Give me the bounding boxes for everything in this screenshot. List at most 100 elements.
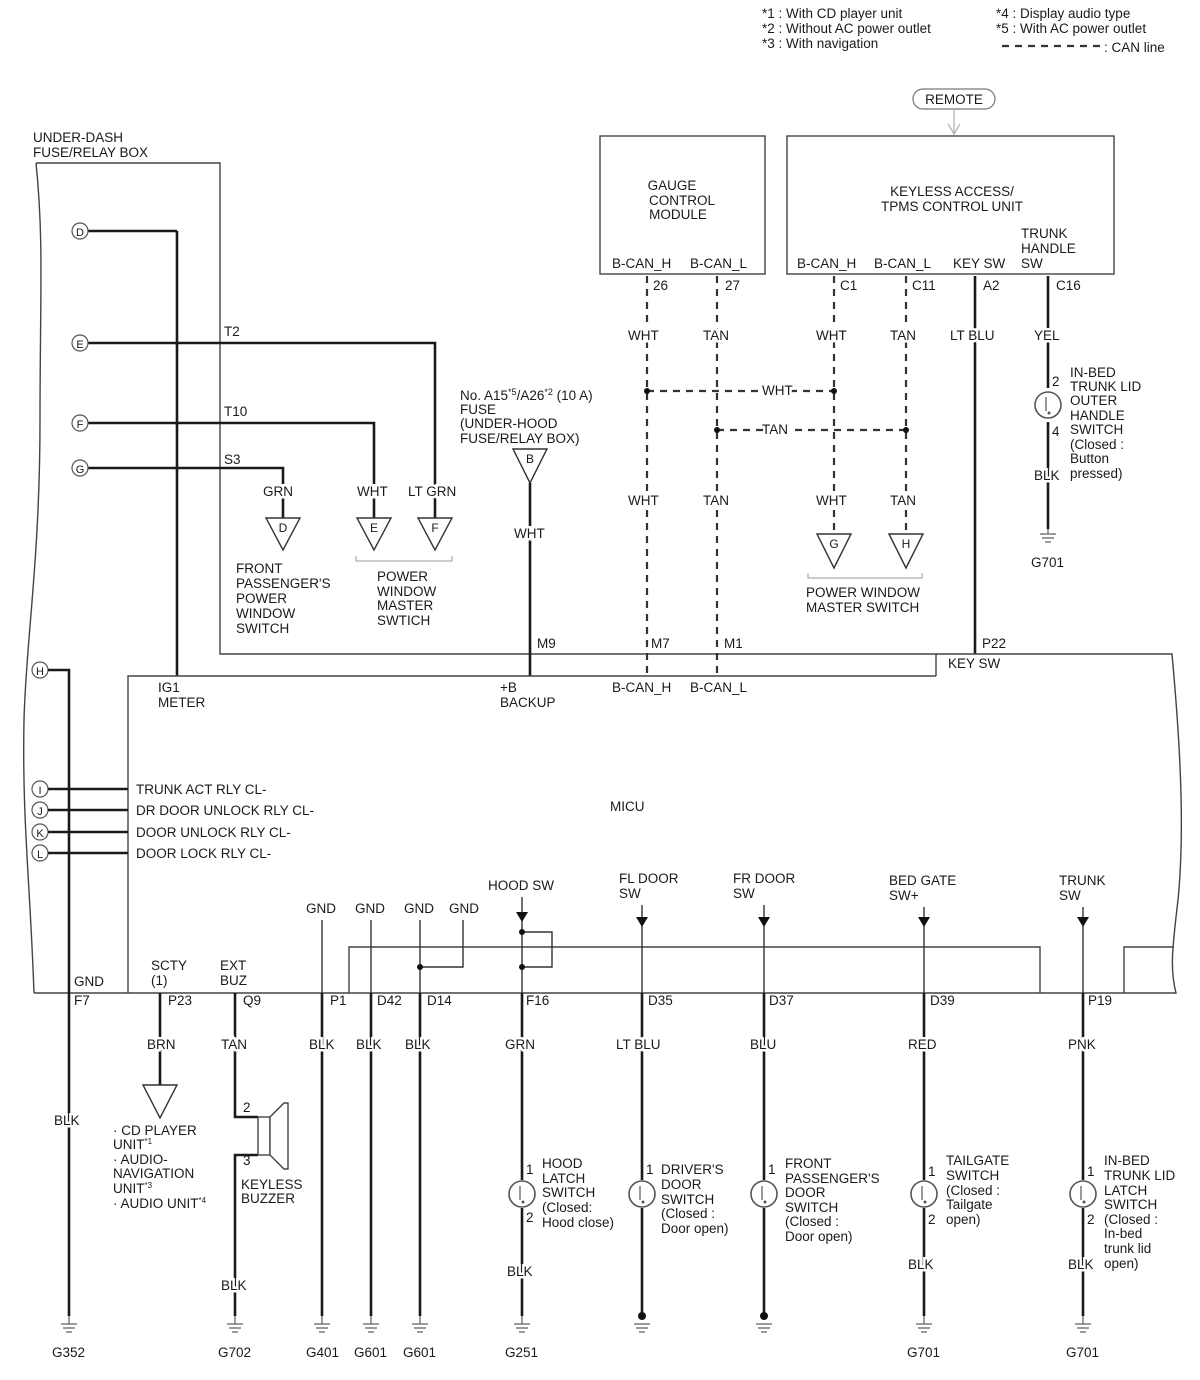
- trunk-handle-circuit: YEL 2 4 IN-BED TRUNK LID OUTER HANDLE SW…: [1031, 276, 1142, 570]
- terminal-d42: D42: [377, 993, 402, 1008]
- ground-icon-g352: [61, 1316, 77, 1333]
- micu-scty-2: (1): [151, 973, 168, 988]
- trunk-latch-label-3: LATCH: [1104, 1183, 1147, 1198]
- gauge-title-3: MODULE: [649, 207, 707, 222]
- terminal-d14: D14: [427, 993, 452, 1008]
- ground-g401: G401: [306, 1345, 339, 1360]
- passenger-door-switch-icon: [750, 1180, 778, 1208]
- terminal-s3: S3: [224, 452, 241, 467]
- wire-color-grn-hood: GRN: [505, 1037, 535, 1052]
- micu-internal-lines: [321, 897, 1089, 993]
- wire-color-blk-g702: BLK: [221, 1278, 247, 1293]
- gauge-pin-bcan-h: B-CAN_H: [612, 256, 671, 271]
- cd-label-3: · AUDIO-: [113, 1152, 168, 1167]
- wire-color-grn-s3: GRN: [263, 484, 293, 499]
- ground-icon-g701-top: [1040, 529, 1056, 543]
- keyless-pin-trunk-1: TRUNK: [1021, 226, 1068, 241]
- gauge-terminal-27: 27: [725, 278, 740, 293]
- cd-label-6: · AUDIO UNIT*4: [113, 1196, 207, 1211]
- keyless-terminal-a2: A2: [983, 278, 1000, 293]
- micu-backup-2: BACKUP: [500, 695, 556, 710]
- micu-gnd-2: GND: [355, 901, 385, 916]
- wire-color-blk-g601a: BLK: [356, 1037, 382, 1052]
- terminal-p1: P1: [330, 993, 347, 1008]
- connector-e-circle: [71, 334, 89, 352]
- wire-color-wht-can-3: WHT: [628, 493, 659, 508]
- triangle-h-label: H: [902, 537, 911, 551]
- ibt-label-4: HANDLE: [1070, 408, 1125, 423]
- wire-color-tan-buzzer: TAN: [221, 1037, 247, 1052]
- connector-triangle-g: [815, 533, 853, 570]
- keyless-pin-bcan-l: B-CAN_L: [874, 256, 932, 271]
- micu-unit: MICU IG1 METER +B BACKUP B-CAN_H B-CAN_L…: [34, 636, 1183, 1316]
- tailgate-label-1: TAILGATE: [946, 1153, 1009, 1168]
- connector-d-label: D: [76, 227, 84, 239]
- micu-trunk-1: TRUNK: [1059, 873, 1106, 888]
- can-bus: WHT TAN WHT TAN WHT TAN WHT TAN WHT TAN …: [626, 276, 925, 676]
- triangle-d-label: D: [279, 521, 288, 535]
- connector-e-label: E: [76, 339, 83, 351]
- ground-g701-trunk: G701: [1066, 1345, 1099, 1360]
- terminal-m1: M1: [724, 636, 743, 651]
- terminal-q9: Q9: [243, 993, 261, 1008]
- micu-gnd-f7: GND: [74, 974, 104, 989]
- key-sw-wire: LT BLU: [948, 276, 997, 654]
- buzzer-label-1: KEYLESS: [241, 1177, 303, 1192]
- wire-color-ltgrn-t2: LT GRN: [408, 484, 456, 499]
- wire-color-wht-t10: WHT: [357, 484, 388, 499]
- remote-label: REMOTE: [925, 92, 983, 107]
- fuse-triangle-b-label: B: [526, 452, 534, 466]
- keyless-terminal-c1: C1: [840, 278, 857, 293]
- trunk-latch-label-8: open): [1104, 1256, 1139, 1271]
- ground-icon-g401: [314, 1316, 330, 1333]
- terminal-d39: D39: [930, 993, 955, 1008]
- wire-color-blk-tailgate: BLK: [908, 1257, 934, 1272]
- pw-master-label-1: POWER: [377, 569, 428, 584]
- ground-icon-passenger-door: [756, 1323, 772, 1333]
- micu-backup-1: +B: [500, 680, 517, 695]
- wire-color-yel-trunk: YEL: [1034, 328, 1060, 343]
- pw-master-label-3: MASTER: [377, 598, 434, 613]
- trunk-pin-4: 4: [1052, 424, 1060, 439]
- tailgate-label-2: SWITCH: [946, 1168, 999, 1183]
- micu-bcan-l: B-CAN_L: [690, 680, 748, 695]
- driver-label-3: SWITCH: [661, 1192, 714, 1207]
- wire-color-brn: BRN: [147, 1037, 176, 1052]
- cd-label-1: · CD PLAYER: [113, 1123, 197, 1138]
- can-line-legend-label: : CAN line: [1104, 40, 1165, 55]
- micu-ig1: IG1: [158, 680, 180, 695]
- notes-legend: *1 : With CD player unit *2 : Without AC…: [762, 6, 1165, 55]
- wire-color-tan-can-bridge: TAN: [762, 422, 788, 437]
- terminal-t10: T10: [224, 404, 247, 419]
- cd-label-5: UNIT*3: [113, 1181, 153, 1196]
- micu-gnd-1: GND: [306, 901, 336, 916]
- fp-window-label-2: PASSENGER'S: [236, 576, 331, 591]
- fuse-triangle-b: [511, 448, 549, 485]
- connector-d-circle: [71, 222, 89, 240]
- fuse-b: No. A15*5/A26*2 (10 A) FUSE (UNDER-HOOD …: [460, 387, 593, 676]
- keyless-terminal-c11: C11: [912, 278, 936, 293]
- terminal-p22: P22: [982, 636, 1006, 651]
- connector-i-label: I: [38, 785, 41, 797]
- micu-bcan-h: B-CAN_H: [612, 680, 671, 695]
- micu-ext-1: EXT: [220, 958, 246, 973]
- under-dash-fuse-relay-box: UNDER-DASH FUSE/RELAY BOX: [22, 130, 937, 994]
- wire-color-blk-trunk: BLK: [1034, 468, 1060, 483]
- driver-pin-1: 1: [646, 1162, 654, 1177]
- note-1: *1 : With CD player unit: [762, 6, 903, 21]
- ground-icon-g702: [227, 1316, 243, 1333]
- ground-g701-top: G701: [1031, 555, 1064, 570]
- connector-k-label: K: [36, 828, 44, 840]
- micu-door-unlock: DOOR UNLOCK RLY CL-: [136, 825, 291, 840]
- passenger-label-4: SWITCH: [785, 1200, 838, 1215]
- gauge-pin-bcan-l: B-CAN_L: [690, 256, 748, 271]
- fuse-label-3: (UNDER-HOOD: [460, 416, 558, 431]
- trunk-latch-pin-1: 1: [1087, 1164, 1095, 1179]
- keyless-title-1: KEYLESS ACCESS/: [890, 184, 1014, 199]
- micu-bed-gate-2: SW+: [889, 888, 919, 903]
- pw-master-label-2: WINDOW: [377, 584, 436, 599]
- wire-color-red-tailgate: RED: [908, 1037, 937, 1052]
- fuse-label-1: No. A15*5/A26*2 (10 A): [460, 387, 593, 403]
- micu-ext-2: BUZ: [220, 973, 247, 988]
- passenger-label-6: Door open): [785, 1229, 853, 1244]
